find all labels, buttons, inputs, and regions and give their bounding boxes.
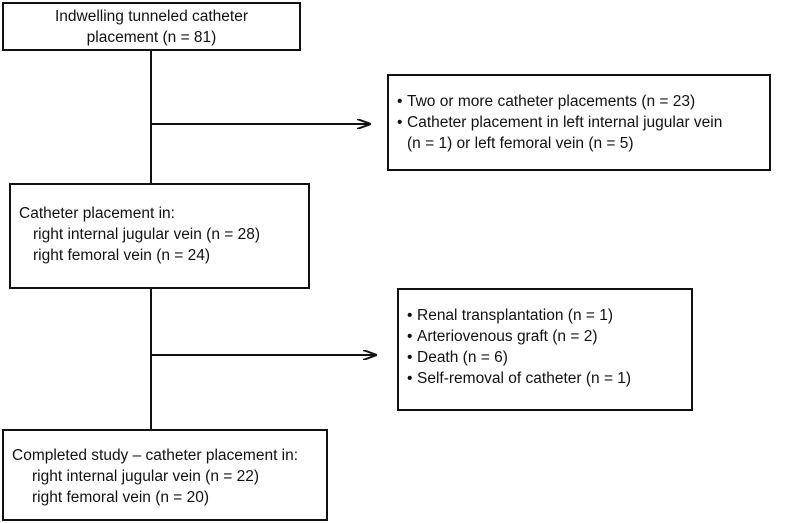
bullet-icon: • bbox=[407, 328, 413, 345]
bullet-icon: • bbox=[407, 349, 413, 366]
mid-item-2: right femoral vein (n = 24) bbox=[33, 247, 211, 264]
bullet-icon: • bbox=[407, 370, 413, 387]
exclusion-2-item-3: •Death (n = 6) bbox=[407, 347, 631, 368]
bottom-item-2: right femoral vein (n = 20) bbox=[32, 489, 210, 506]
bullet-icon: • bbox=[397, 114, 403, 131]
box-catheter-placement-total: Indwelling tunneled catheter placement (… bbox=[2, 2, 301, 51]
box-completed-study: Completed study – catheter placement in:… bbox=[2, 429, 328, 521]
exclusion-2-item-3-text: Death (n = 6) bbox=[417, 349, 508, 366]
mid-item-1: right internal jugular vein (n = 28) bbox=[33, 226, 261, 243]
exclusion-1-item-1: •Two or more catheter placements (n = 23… bbox=[397, 91, 722, 112]
box-top-line-2: placement (n = 81) bbox=[86, 29, 217, 46]
box-exclusion-2: •Renal transplantation (n = 1) •Arteriov… bbox=[397, 288, 693, 411]
exclusion-2-item-2: •Arteriovenous graft (n = 2) bbox=[407, 326, 631, 347]
exclusion-2-item-4: •Self-removal of catheter (n = 1) bbox=[407, 368, 631, 389]
exclusion-2-item-1-text: Renal transplantation (n = 1) bbox=[417, 307, 614, 324]
exclusion-2-item-2-text: Arteriovenous graft (n = 2) bbox=[417, 328, 598, 345]
box-catheter-placement-sites: Catheter placement in: right internal ju… bbox=[9, 183, 310, 289]
exclusion-1-item-2-cont: (n = 1) or left femoral vein (n = 5) bbox=[407, 135, 634, 152]
mid-heading: Catheter placement in: bbox=[19, 205, 175, 222]
exclusion-1-item-1-text: Two or more catheter placements (n = 23) bbox=[407, 93, 696, 110]
bottom-item-1: right internal jugular vein (n = 22) bbox=[32, 468, 260, 485]
exclusion-1-item-2: •Catheter placement in left internal jug… bbox=[397, 112, 722, 133]
exclusion-1-item-2-text: Catheter placement in left internal jugu… bbox=[407, 114, 723, 131]
box-top-line-1: Indwelling tunneled catheter bbox=[54, 8, 249, 25]
bullet-icon: • bbox=[397, 93, 403, 110]
bullet-icon: • bbox=[407, 307, 413, 324]
bottom-heading: Completed study – catheter placement in: bbox=[12, 447, 299, 464]
exclusion-2-item-4-text: Self-removal of catheter (n = 1) bbox=[417, 370, 632, 387]
box-exclusion-1: •Two or more catheter placements (n = 23… bbox=[387, 74, 771, 171]
exclusion-2-item-1: •Renal transplantation (n = 1) bbox=[407, 305, 631, 326]
